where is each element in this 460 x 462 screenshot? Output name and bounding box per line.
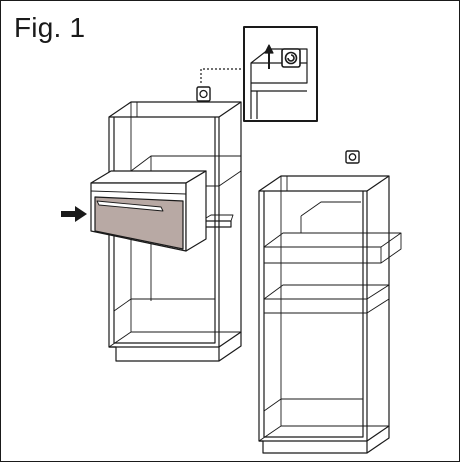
arrow-up-icon xyxy=(264,44,274,69)
oven-appliance xyxy=(90,170,207,252)
figure-title: Fig. 1 xyxy=(14,12,86,43)
insert-arrow-icon xyxy=(61,206,87,222)
right-cabinet xyxy=(258,175,402,454)
oven-handle xyxy=(96,200,164,212)
inset-detail xyxy=(243,26,318,122)
inset-socket-icon xyxy=(281,48,301,68)
socket-icon-right xyxy=(345,150,360,164)
leader-line xyxy=(200,68,245,85)
socket-icon-left xyxy=(196,86,211,102)
